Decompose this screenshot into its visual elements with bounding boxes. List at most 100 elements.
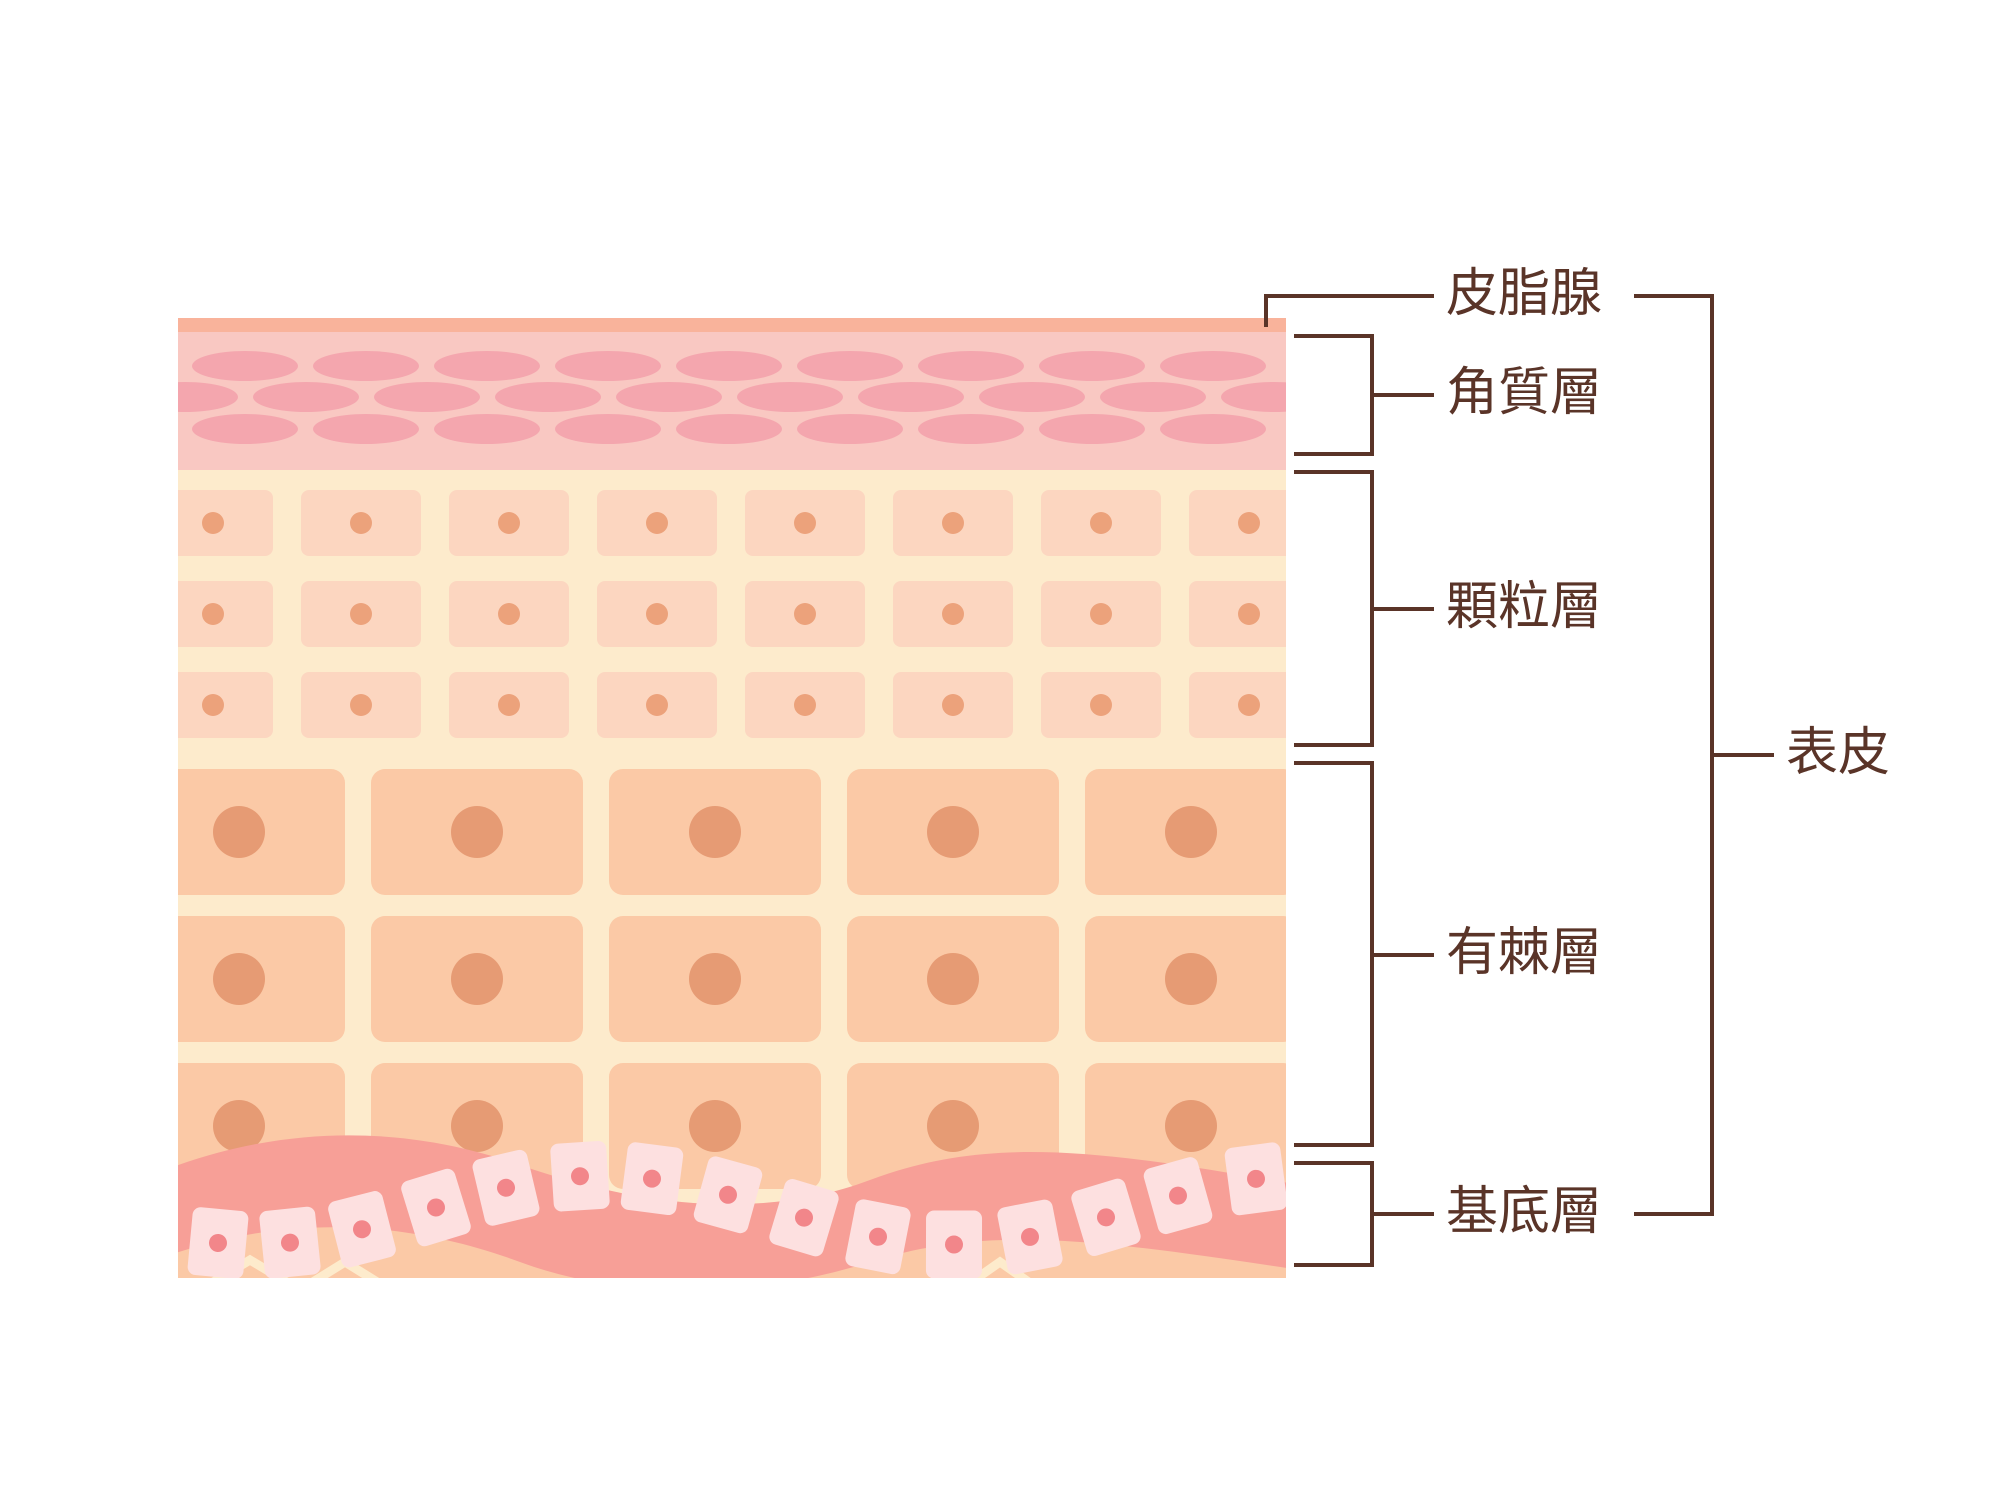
corneum-cell <box>858 382 964 412</box>
basal-cell <box>1224 1142 1286 1216</box>
basal-nucleus <box>209 1233 227 1252</box>
granular-cell <box>301 490 421 556</box>
spinous-nucleus <box>927 1100 979 1152</box>
skin-cross-section <box>0 318 1286 1278</box>
granular-nucleus <box>1238 512 1260 534</box>
sebum-film <box>178 318 1286 332</box>
corneum-cell <box>253 382 359 412</box>
granular-nucleus <box>1090 694 1112 716</box>
spinous-nucleus <box>689 1100 741 1152</box>
basal-nucleus <box>571 1167 589 1186</box>
corneum-cell <box>555 414 661 444</box>
basal-nucleus <box>795 1208 813 1227</box>
granular-cell <box>1189 581 1286 647</box>
granular-cell <box>449 672 569 738</box>
layer-brackets <box>1264 294 1774 1267</box>
corneum-cell <box>178 382 238 412</box>
spinous-nucleus <box>213 1100 265 1152</box>
spinous-nucleus <box>451 1100 503 1152</box>
basal-cell <box>620 1142 684 1216</box>
granular-nucleus <box>498 512 520 534</box>
basal-cell <box>997 1199 1063 1275</box>
basal-nucleus <box>945 1235 963 1254</box>
spinous-nucleus <box>927 953 979 1005</box>
spinous-cell <box>847 769 1059 895</box>
basal-nucleus <box>281 1233 299 1252</box>
stratum-spinosum-layer <box>178 769 1286 1189</box>
granular-cell <box>1041 581 1161 647</box>
corneum-cell <box>374 382 480 412</box>
spinous-cell <box>847 916 1059 1042</box>
spinous-nucleus <box>927 806 979 858</box>
granular-nucleus <box>350 694 372 716</box>
basal-nucleus <box>1247 1169 1265 1188</box>
granular-cell <box>597 581 717 647</box>
label-stratum-granulosum: 顆粒層 <box>1446 577 1603 637</box>
spinous-nucleus <box>213 806 265 858</box>
basal-nucleus <box>643 1169 661 1188</box>
basal-cell <box>1143 1157 1213 1235</box>
corneum-cell <box>434 414 540 444</box>
basal-cell <box>769 1179 839 1257</box>
granular-nucleus <box>202 694 224 716</box>
sebaceous-leader <box>1264 294 1434 327</box>
granular-nucleus <box>942 512 964 534</box>
corneum-cell <box>918 351 1024 381</box>
granular-cell <box>1189 672 1286 738</box>
corneum-cell <box>0 414 56 444</box>
corneum-cell <box>192 351 298 381</box>
label-epidermis: 表皮 <box>1786 723 1891 783</box>
basal-cell <box>328 1191 396 1268</box>
corneum-cell <box>979 382 1085 412</box>
corneum-cell <box>1160 351 1266 381</box>
label-stratum-basale: 基底層 <box>1446 1182 1603 1242</box>
corneum-cell <box>797 414 903 444</box>
granular-cell <box>597 490 717 556</box>
corneum-cell <box>737 382 843 412</box>
granular-nucleus <box>350 603 372 625</box>
granular-nucleus <box>794 694 816 716</box>
corneum-cell <box>1221 382 1286 412</box>
spinous-nucleus <box>451 806 503 858</box>
corneum-cell <box>1039 414 1145 444</box>
granular-nucleus <box>942 694 964 716</box>
granular-nucleus <box>794 603 816 625</box>
label-stratum-corneum: 角質層 <box>1446 363 1603 423</box>
granular-nucleus <box>646 603 668 625</box>
granular-nucleus <box>350 512 372 534</box>
corneum-bracket <box>1294 334 1434 456</box>
spinous-cell <box>609 916 821 1042</box>
basal-cell <box>925 1210 983 1278</box>
stratum-basale-layer <box>178 1135 1286 1278</box>
corneum-cell <box>676 414 782 444</box>
granular-cell <box>178 672 273 738</box>
spinous-cell <box>178 769 345 895</box>
granular-nucleus <box>1238 603 1260 625</box>
corneum-cell <box>1039 351 1145 381</box>
granular-cell <box>597 672 717 738</box>
corneum-cell <box>797 351 903 381</box>
corneum-cell <box>71 351 177 381</box>
corneum-cell <box>434 351 540 381</box>
granular-nucleus <box>202 512 224 534</box>
stratum-corneum-layer <box>0 332 1286 470</box>
basal-cell <box>550 1140 610 1212</box>
granular-nucleus <box>498 603 520 625</box>
corneum-cell <box>11 382 117 412</box>
basal-nucleus <box>1021 1227 1039 1246</box>
basal-nucleus <box>1097 1208 1115 1227</box>
granular-nucleus <box>202 603 224 625</box>
spinous-cell <box>371 916 583 1042</box>
basal-nucleus <box>719 1185 737 1204</box>
spinous-nucleus <box>1165 953 1217 1005</box>
granular-cell <box>301 672 421 738</box>
granular-cell <box>893 672 1013 738</box>
spinous-cell <box>1085 769 1286 895</box>
basal-fiber-lines-2 <box>969 1256 1031 1278</box>
granular-nucleus <box>498 694 520 716</box>
epidermis-bracket <box>1634 294 1774 1216</box>
stratum-granulosum-layer <box>178 490 1286 738</box>
basal-nucleus <box>353 1220 371 1239</box>
granular-cell <box>449 581 569 647</box>
granular-cell <box>178 490 273 556</box>
